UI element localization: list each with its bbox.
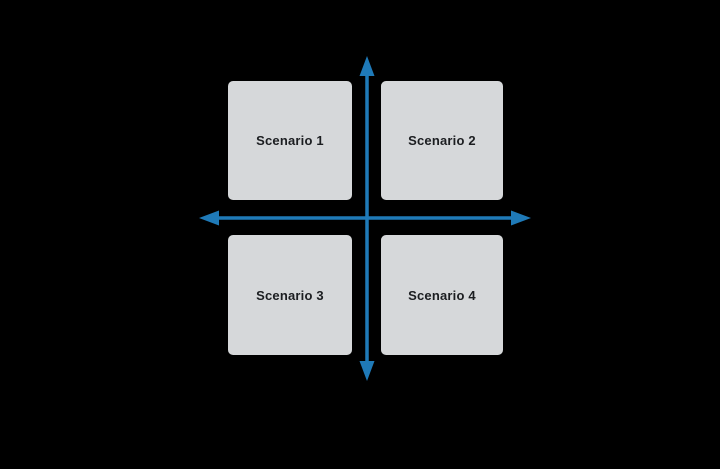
quadrant-label: Scenario 1: [256, 133, 324, 148]
quadrant-box-scenario-2: Scenario 2: [381, 81, 503, 200]
arrow-up-icon: [359, 56, 375, 76]
quadrant-box-scenario-4: Scenario 4: [381, 235, 503, 355]
quadrant-label: Scenario 2: [408, 133, 476, 148]
quadrant-box-scenario-1: Scenario 1: [228, 81, 352, 200]
quadrant-box-scenario-3: Scenario 3: [228, 235, 352, 355]
horizontal-axis-arrow: [199, 210, 531, 226]
quadrant-label: Scenario 4: [408, 287, 476, 303]
quadrant-label: Scenario 3: [256, 287, 324, 303]
arrow-left-icon: [199, 210, 219, 226]
arrow-down-icon: [359, 361, 375, 381]
arrow-right-icon: [511, 210, 531, 226]
